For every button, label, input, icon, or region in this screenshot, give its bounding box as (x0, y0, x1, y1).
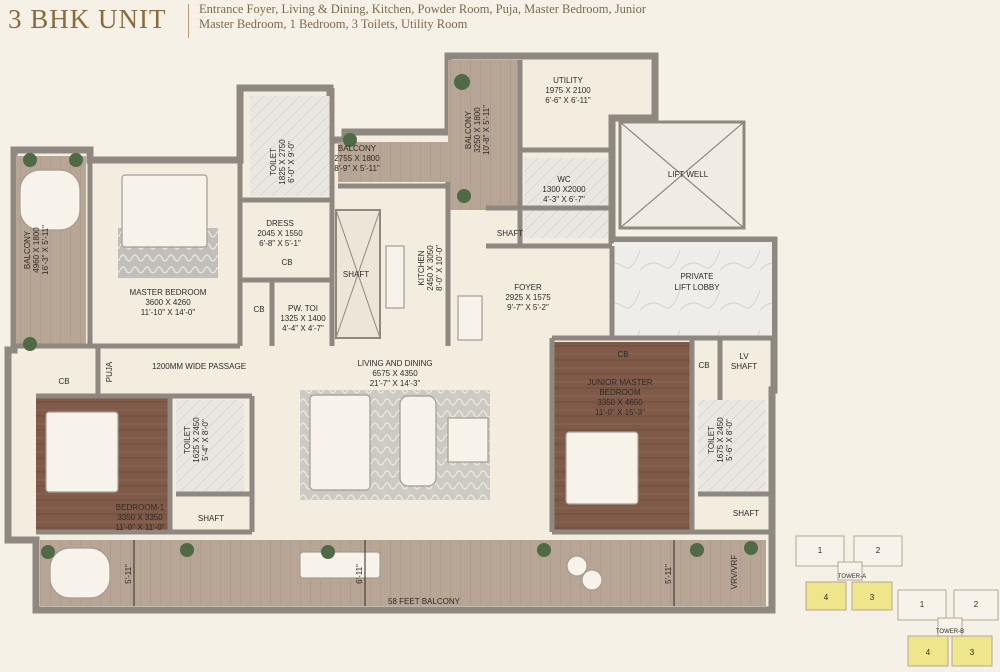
toilet-bed1-mm: 1625 X 2450 (192, 417, 201, 463)
passage-label: 1200MM WIDE PASSAGE (152, 362, 246, 371)
private-lobby-name: PRIVATE (680, 272, 713, 281)
balcony-top-ft: 8'-9" X 5'-11" (334, 164, 380, 173)
cb-junior-2: CB (698, 361, 709, 370)
kitchen-ft: 8'-0" X 10'-0" (435, 245, 444, 291)
foyer-ft: 9'-7" X 5'-2" (507, 303, 549, 312)
private-lobby-name2: LIFT LOBBY (674, 283, 720, 292)
master-bedroom-mm: 3600 X 4260 (145, 298, 191, 307)
toilet-master-name: TOILET (269, 148, 278, 176)
tower-b-unit-1: 1 (920, 600, 925, 609)
kitchen-name: KITCHEN (417, 250, 426, 285)
tower-a (795, 535, 903, 611)
dimension-lines (133, 540, 675, 606)
cb-pw: CB (253, 305, 264, 314)
tower-a-unit-1: 1 (818, 546, 823, 555)
room-labels: UTILITY 1975 X 2100 6'-6" X 6'-11" BALCO… (23, 76, 759, 606)
plan-description: Entrance Foyer, Living & Dining, Kitchen… (199, 2, 647, 31)
key-plan: 1 2 TOWER-A 4 3 1 2 TOWER-B 4 3 (795, 535, 999, 667)
junior-master-mm: 3350 X 4650 (597, 398, 643, 407)
balcony-left-name: BALCONY (23, 230, 32, 269)
bedroom1-name: BEDROOM-1 (116, 503, 165, 512)
tower-b (897, 589, 999, 667)
dress-ft: 6'-8" X 5'-1" (259, 239, 301, 248)
wc-name: WC (557, 175, 571, 184)
foyer-mm: 2925 X 1575 (505, 293, 551, 302)
cb-bed1: CB (58, 377, 69, 386)
balcony-left-mm: 4960 X 1800 (32, 227, 41, 273)
cb-junior: CB (617, 350, 628, 359)
tower-a-unit-2: 2 (876, 546, 881, 555)
tower-b-unit-2: 2 (974, 600, 979, 609)
kitchen-mm: 2450 X 3050 (426, 245, 435, 291)
shaft-bed1: SHAFT (198, 514, 224, 523)
living-ft: 21'-7" X 14'-3" (370, 379, 421, 388)
junior-master-ft: 11'-0" X 15'-3" (595, 408, 645, 417)
balcony-kitchen-name: BALCONY (464, 110, 473, 149)
lift-well-name: LIFT WELL (668, 170, 709, 179)
furniture (19, 169, 639, 599)
master-bedroom-name: MASTER BEDROOM (130, 288, 207, 297)
lv-shaft-name: LV (739, 352, 749, 361)
living-name: LIVING AND DINING (357, 359, 432, 368)
utility-name: UTILITY (553, 76, 583, 85)
balcony-left-ft: 16'-3" X 5'-11" (41, 225, 50, 275)
dim-mid: 6'-11" (355, 564, 364, 584)
pw-toi-mm: 1325 X 1400 (280, 314, 326, 323)
tower-a-label: TOWER-A (838, 574, 866, 580)
plants (23, 74, 758, 559)
wc-mm: 1300 X2000 (542, 185, 586, 194)
junior-master-name: JUNIOR MASTER (587, 378, 653, 387)
toilet-master-mm: 1825 X 2750 (278, 139, 287, 185)
dim-left: 5'-11" (124, 564, 133, 584)
pw-toi-ft: 4'-4" X 4'-7" (282, 324, 324, 333)
interior-walls (14, 60, 774, 535)
junior-master-name2: BEDROOM (599, 388, 641, 397)
tower-a-unit-4: 4 (824, 593, 829, 602)
master-bedroom-ft: 11'-10" X 14'-0" (141, 308, 196, 317)
shaft-junior: SHAFT (733, 509, 759, 518)
toilet-bed1-name: TOILET (183, 426, 192, 454)
wc-ft: 4'-3" X 6'-7" (543, 195, 585, 204)
utility-mm: 1975 X 2100 (545, 86, 591, 95)
cb-dress: CB (281, 258, 292, 267)
long-balcony-label: 58 FEET BALCONY (388, 597, 461, 606)
plan-title: 3 BHK UNIT (8, 4, 167, 34)
lv-shaft-name2: SHAFT (731, 362, 757, 371)
toilet-junior-name: TOILET (707, 426, 716, 454)
shaft-mid: SHAFT (343, 270, 369, 279)
balcony-top-mm: 2755 X 1800 (334, 154, 380, 163)
bedroom1-mm: 3350 X 3350 (117, 513, 163, 522)
dim-right: 5'-11" (664, 564, 673, 584)
toilet-junior-mm: 1675 X 2450 (716, 417, 725, 463)
dress-mm: 2045 X 1550 (257, 229, 303, 238)
foyer-name: FOYER (514, 283, 542, 292)
balcony-top-name: BALCONY (338, 144, 377, 153)
balcony-kitchen-mm: 3250 X 1800 (473, 107, 482, 153)
shaft-kitchen: SHAFT (497, 229, 523, 238)
vrv-label: VRV/VRF (730, 555, 739, 590)
toilet-master-ft: 6'-0" X 9'-0" (287, 141, 296, 183)
title-divider (188, 4, 189, 38)
utility-ft: 6'-6" X 6'-11" (545, 96, 591, 105)
tower-b-unit-4: 4 (926, 648, 931, 657)
living-mm: 6575 X 4350 (372, 369, 418, 378)
toilet-bed1-ft: 5'-4" X 8'-0" (201, 419, 210, 461)
tower-b-unit-3: 3 (970, 648, 975, 657)
puja-label: PUJA (105, 361, 114, 382)
tower-b-label: TOWER-B (936, 629, 964, 635)
dress-name: DRESS (266, 219, 294, 228)
balcony-kitchen-ft: 10'-8" X 5'-11" (482, 105, 491, 155)
pw-toi-name: PW. TOI (288, 304, 318, 313)
bedroom1-ft: 11'-0" X 11'-0" (115, 523, 165, 532)
toilet-junior-ft: 5'-6" X 8'-0" (725, 419, 734, 461)
tower-a-unit-3: 3 (870, 593, 875, 602)
